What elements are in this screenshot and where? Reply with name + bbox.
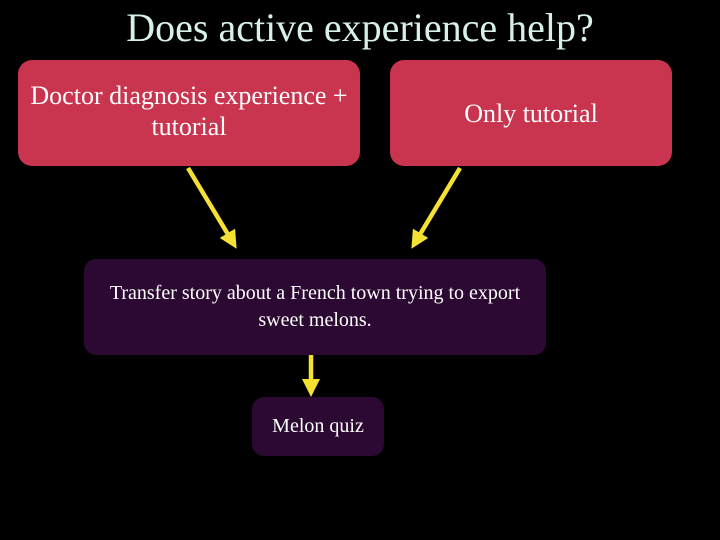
only-tutorial-label: Only tutorial: [464, 98, 598, 128]
melon-quiz-label: Melon quiz: [272, 415, 364, 437]
only-tutorial-box: Only tutorial: [390, 60, 672, 166]
arrow-tutorial-to-transfer: [411, 166, 462, 249]
transfer-story-box: Transfer story about a French town tryin…: [84, 259, 546, 355]
arrow-doctor-to-transfer: [186, 166, 237, 249]
doctor-diagnosis-box: Doctor diagnosis experience + tutorial: [18, 60, 360, 166]
doctor-diagnosis-label: Doctor diagnosis experience + tutorial: [30, 81, 348, 141]
melon-quiz-box: Melon quiz: [252, 397, 384, 456]
slide-title: Does active experience help?: [126, 5, 594, 50]
transfer-story-label: Transfer story about a French town tryin…: [109, 282, 521, 331]
